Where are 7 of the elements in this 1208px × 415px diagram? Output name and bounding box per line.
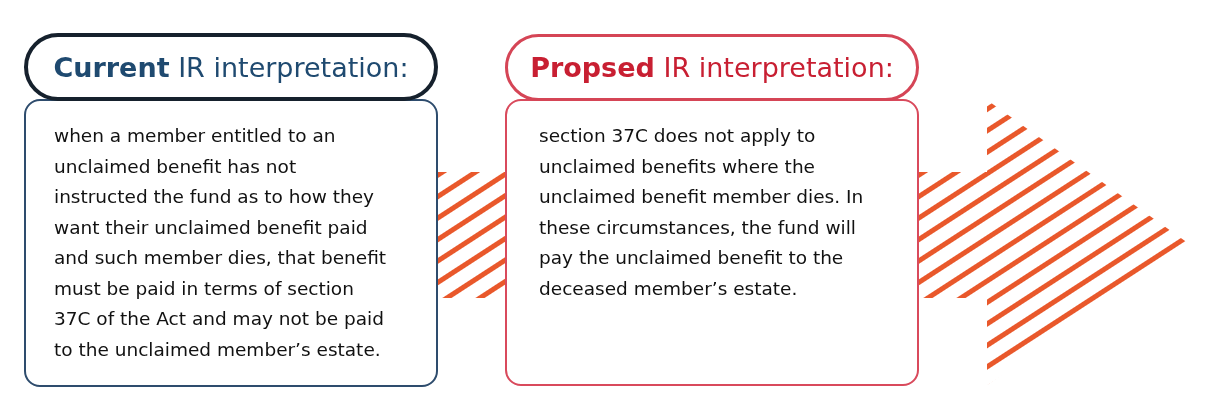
heading-pill: Propsed IR interpretation: — [505, 34, 919, 101]
text-card — [24, 99, 438, 387]
description-text: section 37C does not apply to unclaimed benefits where the unclaimed benefit member dies. In these circumstances, the fund will pay the unclaimed benefit to the deceased member’s estate. — [539, 124, 865, 301]
text-card — [505, 99, 919, 386]
heading-pill: Current IR interpretation: — [24, 33, 438, 101]
hatched-band — [438, 172, 505, 298]
description-text: when a member entitled to an unclaimed benefit has not instructed the fund as to how they want their unclaimed benefit paid and such member dies, that benefit must be paid in terms of section 37C of the Act and may not be paid to the unclaimed member’s estate. — [54, 124, 388, 362]
